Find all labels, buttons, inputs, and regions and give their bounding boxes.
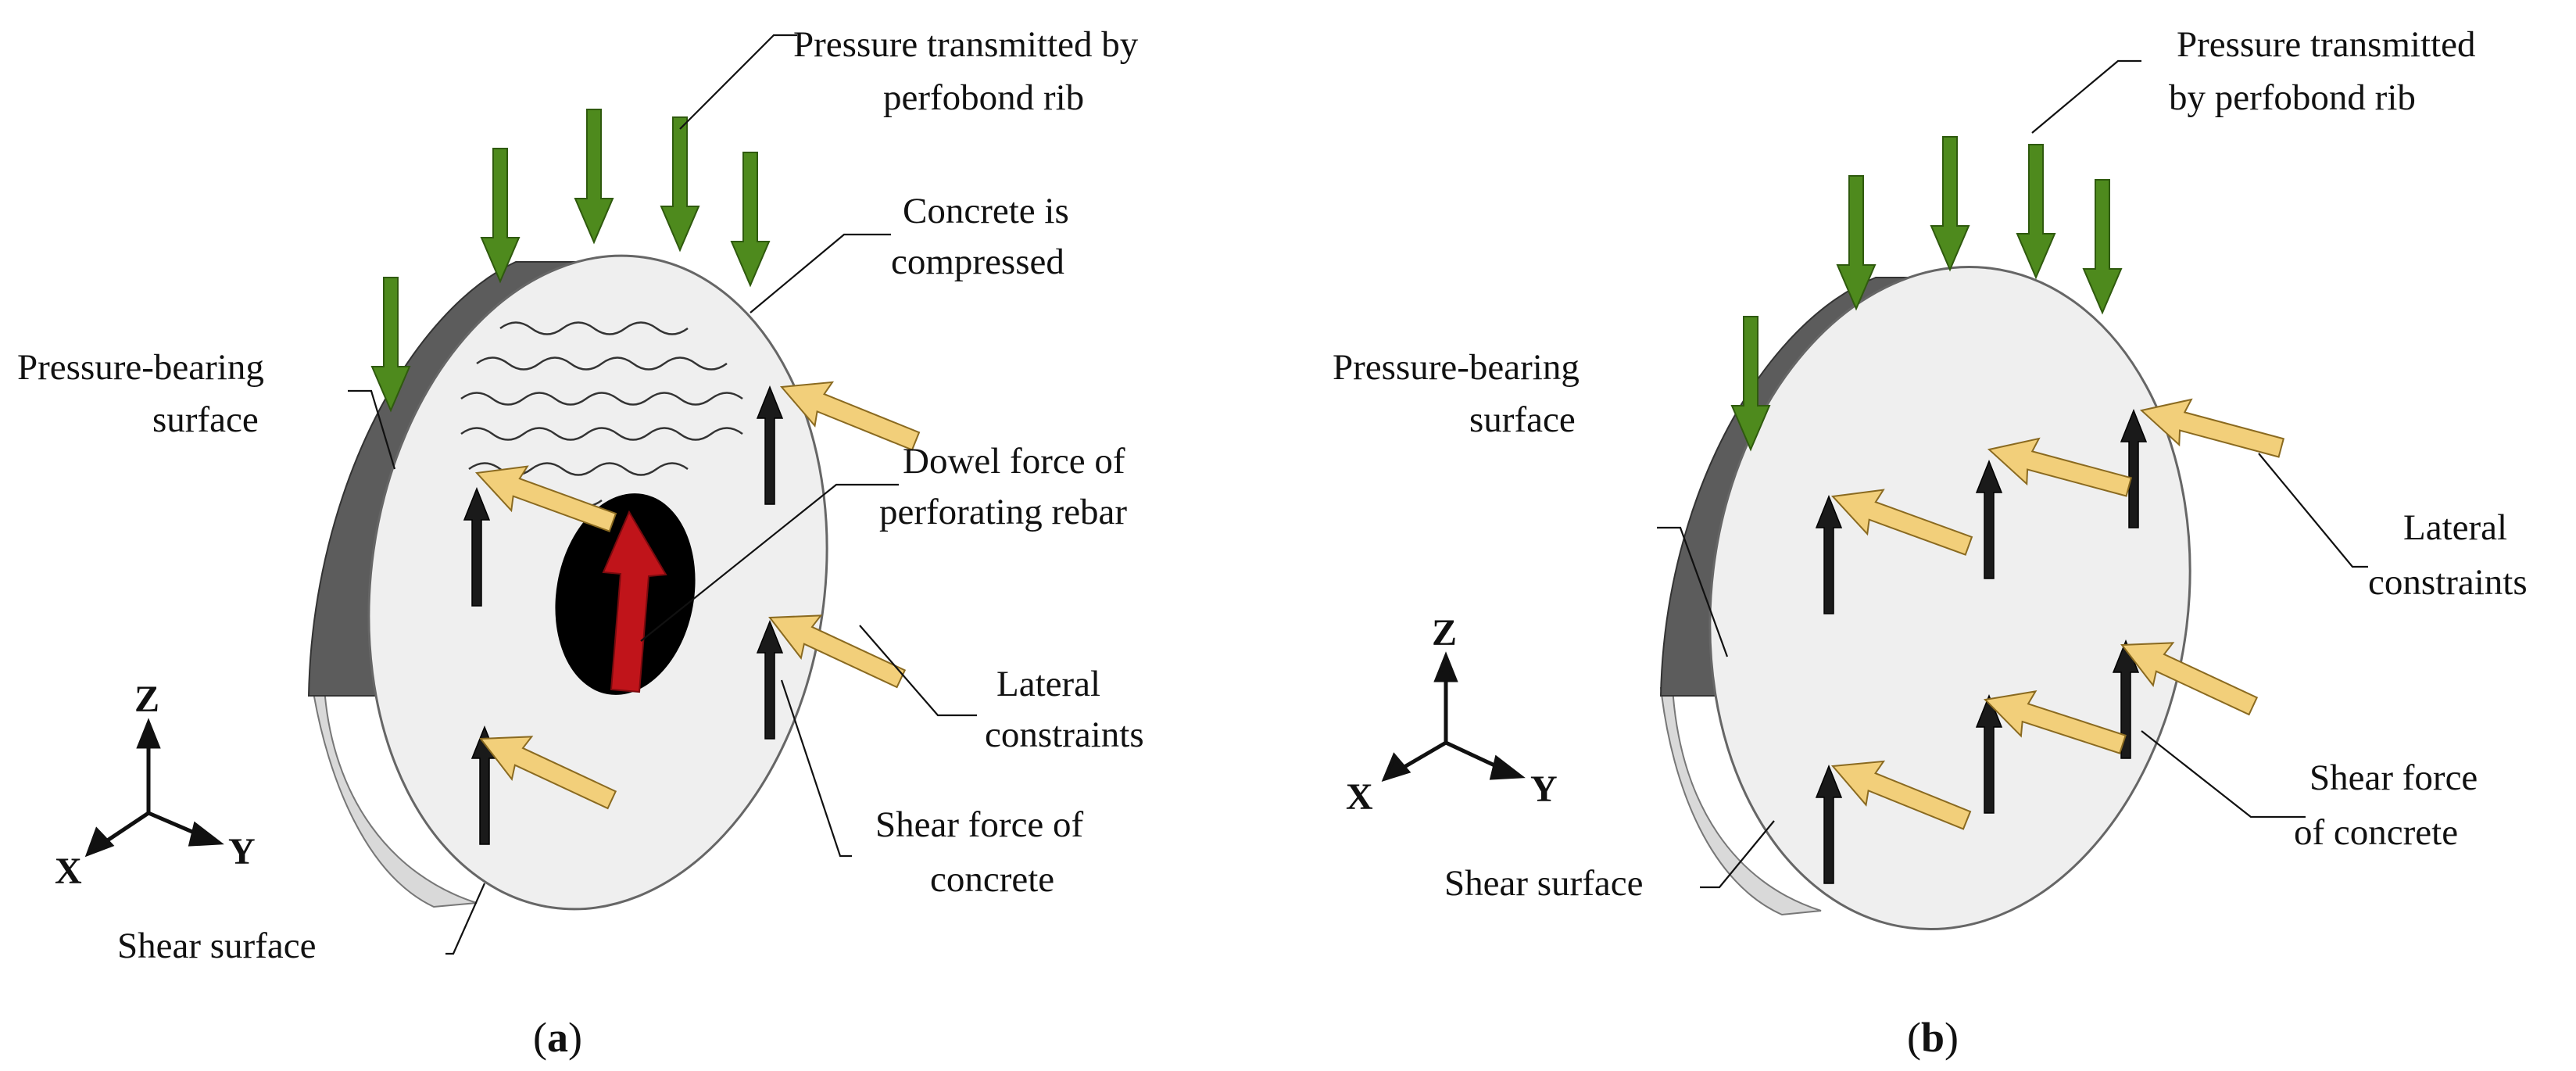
- label-pressure-bearing-1: Pressure-bearing: [17, 347, 264, 388]
- label-shear-surface: Shear surface: [1444, 863, 1643, 904]
- leader-lines-b: [1657, 59, 2368, 889]
- label-concrete-compressed-1: Concrete is: [903, 191, 1069, 231]
- axis-y-label: Y: [1530, 768, 1558, 810]
- disc-b-rim-bottom: [1659, 687, 1822, 916]
- caption-a: (a): [533, 1014, 582, 1061]
- axis-x-label: X: [55, 851, 82, 892]
- label-pressure-transmitted-2: perfobond rib: [883, 77, 1084, 118]
- label-shear-force-2: of concrete: [2294, 812, 2458, 853]
- caption-b: (b): [1907, 1014, 1959, 1061]
- panel-b: Pressure transmitted by perfobond rib Pr…: [1333, 24, 2528, 1061]
- pressure-arrow: [731, 152, 770, 286]
- pressure-arrow: [2016, 144, 2055, 278]
- pressure-arrow: [2083, 179, 2122, 313]
- label-shear-force-2: concrete: [930, 859, 1054, 900]
- label-dowel-force-1: Dowel force of: [903, 441, 1125, 482]
- axes-a: [84, 718, 224, 858]
- label-lateral-constraints-2: constraints: [985, 715, 1144, 755]
- label-dowel-force-2: perforating rebar: [879, 492, 1127, 532]
- label-shear-force-1: Shear force of: [875, 804, 1084, 845]
- label-shear-surface: Shear surface: [117, 926, 316, 966]
- disc-a-rim-bottom: [311, 687, 478, 908]
- label-lateral-constraints-1: Lateral: [2403, 507, 2507, 548]
- disc-b-face: [1708, 266, 2191, 930]
- label-pressure-transmitted-2: by perfobond rib: [2169, 77, 2416, 118]
- leader-lines-a: [348, 34, 977, 955]
- label-pressure-bearing-2: surface: [1469, 399, 1576, 440]
- label-pressure-transmitted-1: Pressure transmitted: [2177, 24, 2475, 65]
- label-concrete-compressed-2: compressed: [891, 242, 1064, 282]
- pressure-arrow: [481, 148, 520, 282]
- axis-z-label: Z: [1432, 612, 1457, 654]
- axis-x-label: X: [1346, 776, 1373, 818]
- label-pressure-bearing-2: surface: [152, 399, 259, 440]
- axis-y-label: Y: [228, 831, 256, 872]
- pressure-arrow: [660, 116, 699, 251]
- label-pressure-transmitted-1: Pressure transmitted by: [793, 24, 1139, 65]
- dowel-force-arrow: [602, 510, 667, 693]
- pressure-arrow: [1930, 136, 1970, 270]
- axes-b: [1381, 651, 1526, 782]
- label-pressure-bearing-1: Pressure-bearing: [1333, 347, 1580, 388]
- label-lateral-constraints-2: constraints: [2368, 562, 2528, 603]
- label-lateral-constraints-1: Lateral: [996, 664, 1100, 704]
- pressure-arrow: [574, 109, 614, 243]
- panel-a: Pressure transmitted by perfobond rib Co…: [17, 24, 1144, 1061]
- label-shear-force-1: Shear force: [2309, 758, 2478, 798]
- axis-z-label: Z: [134, 679, 159, 720]
